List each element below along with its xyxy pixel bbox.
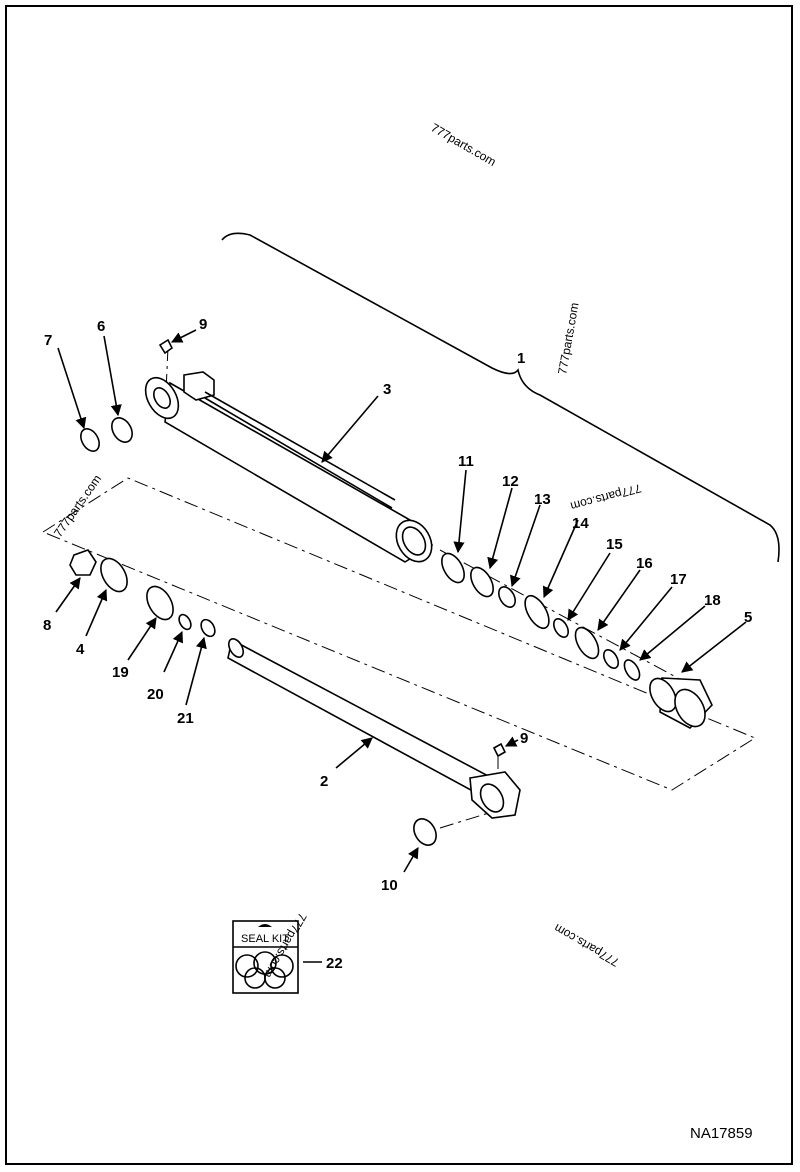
- callout-20: 20: [147, 686, 164, 703]
- seal-rings: [441, 552, 641, 681]
- callout-12: 12: [502, 473, 519, 490]
- callout-17: 17: [670, 571, 687, 588]
- callout-1: 1: [517, 350, 525, 367]
- callout-15: 15: [606, 536, 623, 553]
- centerline-bushing: [439, 811, 493, 829]
- callout-13: 13: [534, 491, 551, 508]
- assembly-bracket: [221, 232, 780, 563]
- watermark-5: 777parts.com: [552, 921, 622, 969]
- rod-assembly-outline: [41, 477, 757, 791]
- seal-kit-box: SEAL KIT: [232, 920, 299, 994]
- callout-4: 4: [76, 641, 85, 658]
- cylinder-barrel: [144, 371, 434, 563]
- callout-9-bottom: 9: [520, 730, 528, 747]
- seal-kit-label: SEAL KIT: [241, 933, 289, 945]
- watermark-1: 777parts.com: [429, 120, 499, 168]
- left-parts: [69, 417, 216, 638]
- callout-11: 11: [458, 453, 474, 470]
- callout-21: 21: [177, 710, 194, 727]
- callout-2: 2: [320, 773, 328, 790]
- watermark-4: 777parts.com: [51, 472, 104, 540]
- callout-7: 7: [44, 332, 52, 349]
- watermark-2: 777parts.com: [555, 301, 581, 375]
- cylinder-rod: [227, 638, 521, 819]
- drawing-number: NA17859: [690, 1125, 753, 1142]
- pins-and-bushing: [158, 338, 507, 846]
- callout-19: 19: [112, 664, 129, 681]
- callout-6: 6: [97, 318, 105, 335]
- callout-18: 18: [704, 592, 721, 609]
- drawing-frame: [5, 5, 793, 1165]
- callout-22: 22: [326, 955, 343, 972]
- callout-8: 8: [43, 617, 51, 634]
- leader-lines: [55, 329, 747, 963]
- callout-16: 16: [636, 555, 653, 572]
- watermark-3: 777parts.com: [569, 481, 643, 513]
- callout-3: 3: [383, 381, 391, 398]
- watermarks: 777parts.com 777parts.com 777parts.com 7…: [51, 120, 643, 980]
- callout-9-top: 9: [199, 316, 207, 333]
- callouts: 1 2 3 4 5 6 7 8 9 9 10 11 12 13 14 15 16…: [43, 316, 752, 972]
- callout-14: 14: [572, 515, 589, 532]
- callout-5: 5: [744, 609, 752, 626]
- callout-10: 10: [381, 877, 398, 894]
- gland: [649, 677, 713, 729]
